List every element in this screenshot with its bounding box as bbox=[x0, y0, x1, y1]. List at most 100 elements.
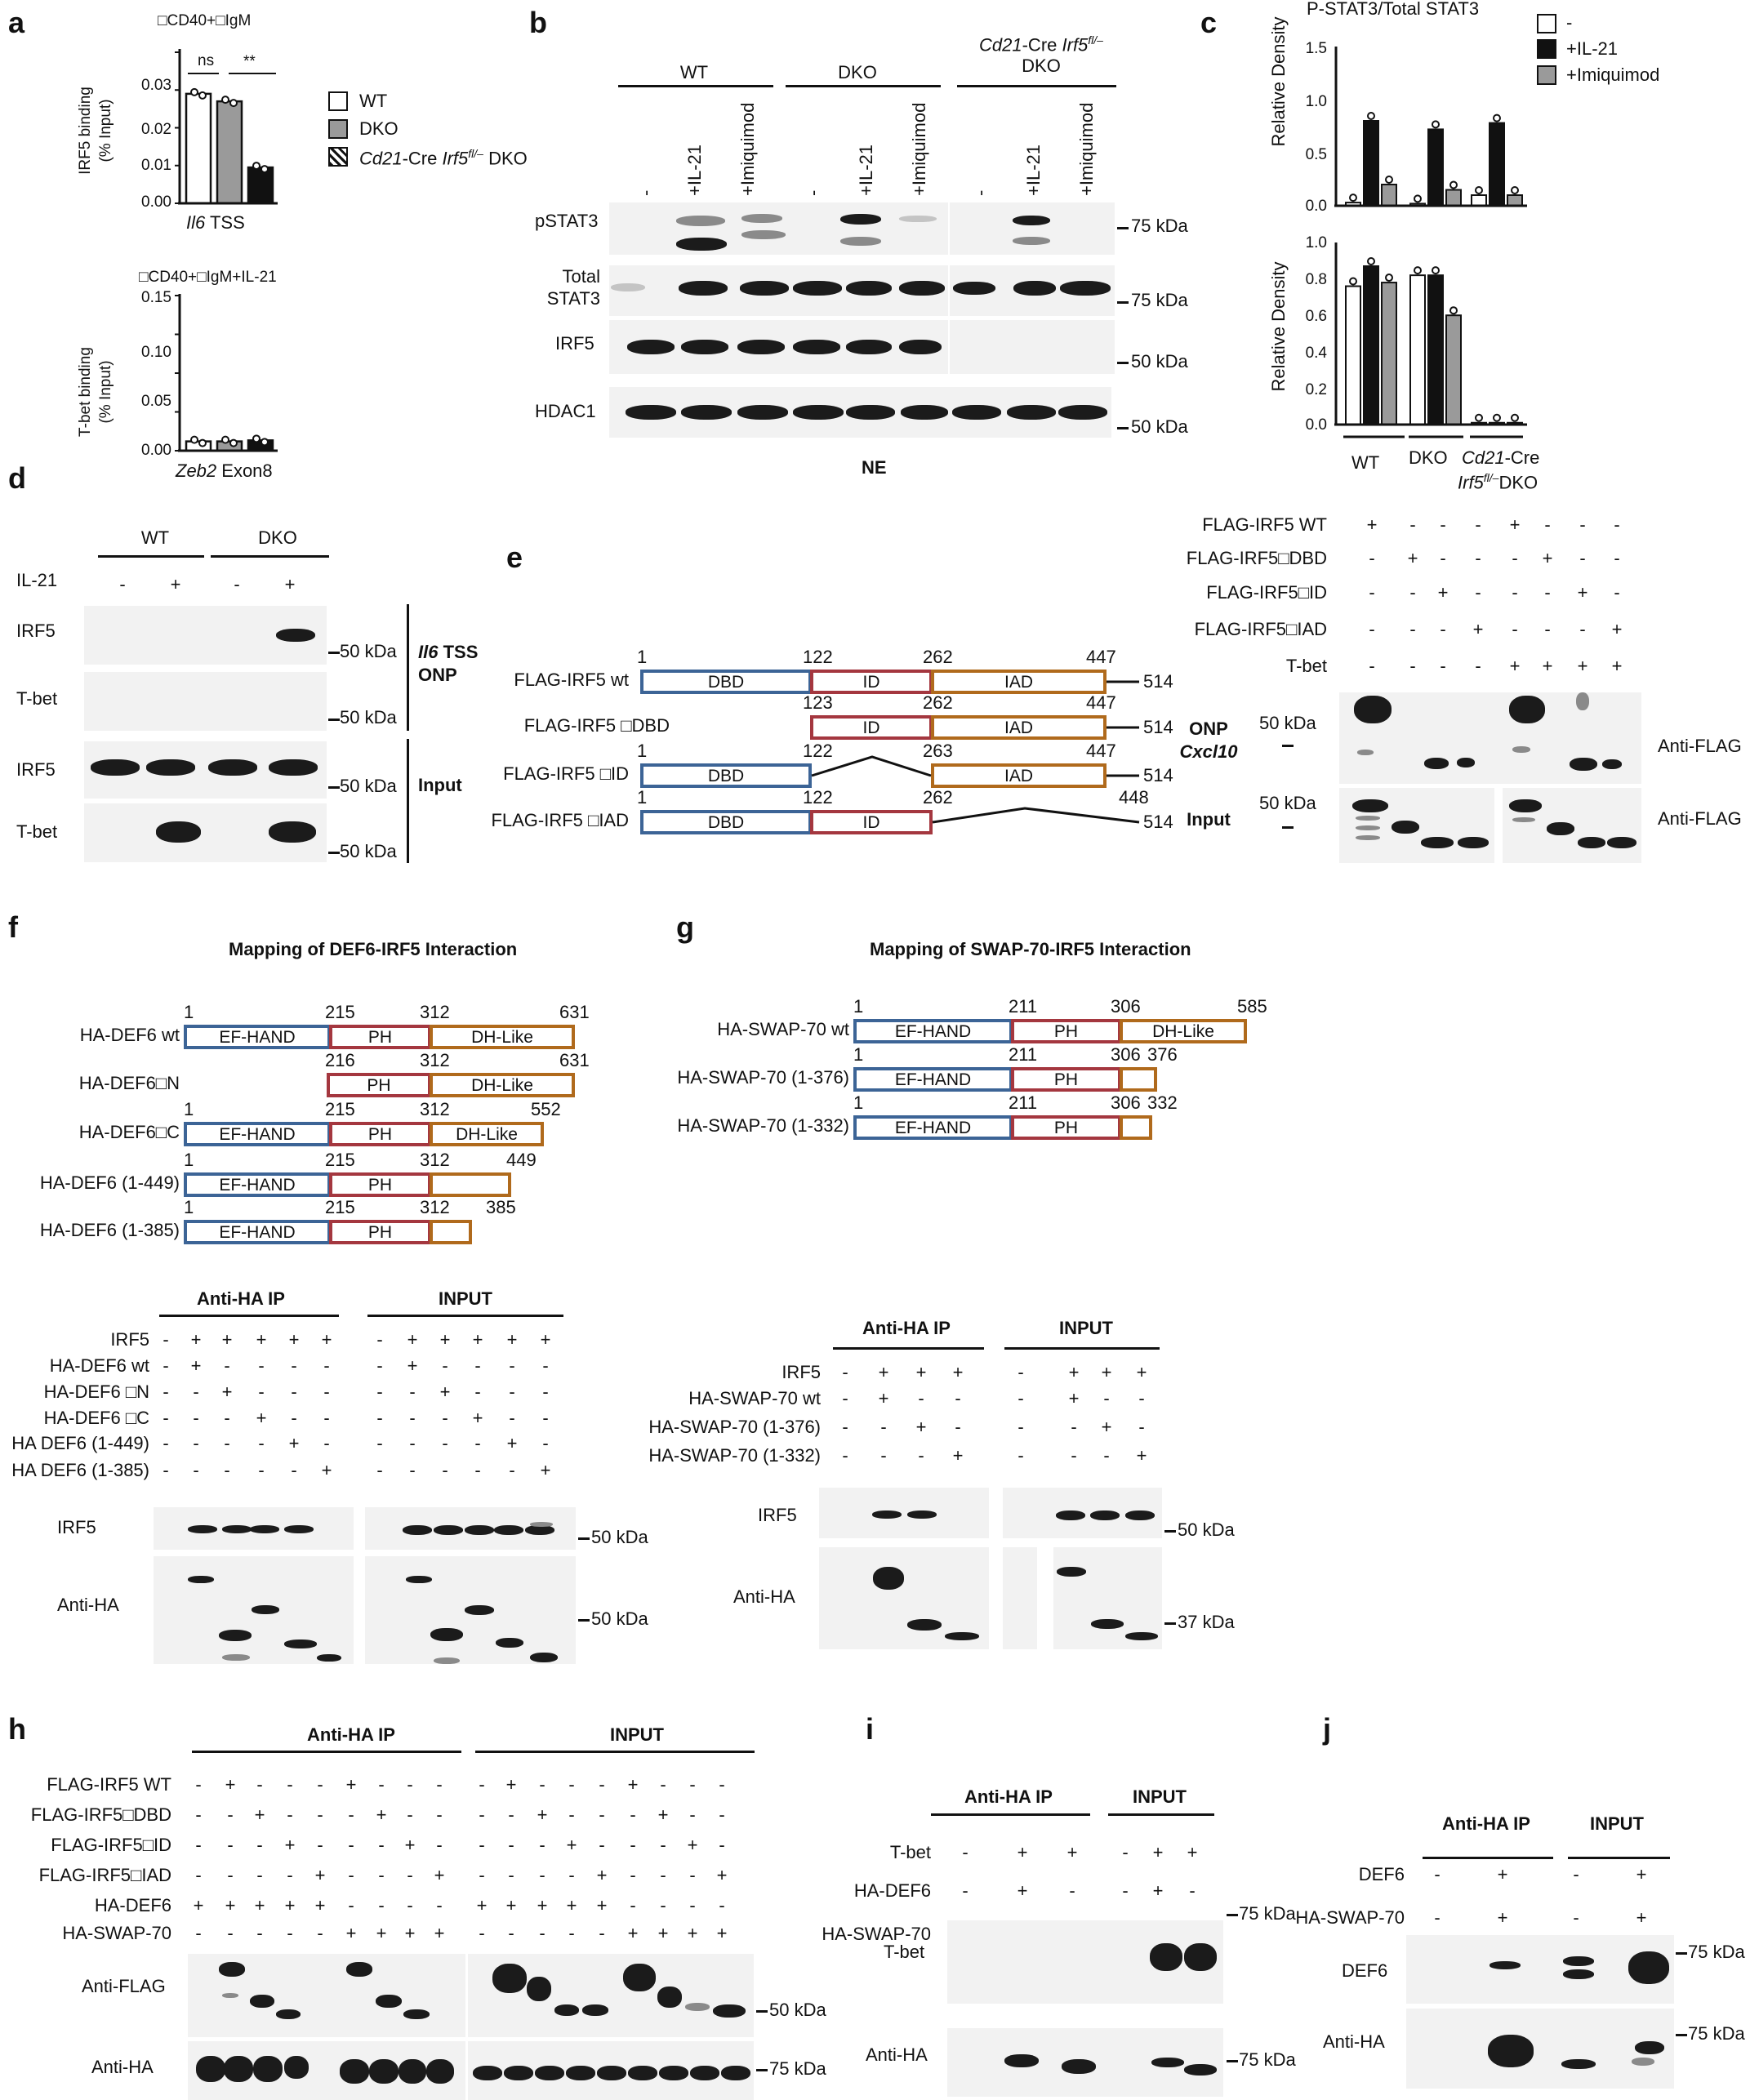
panel-g-kda50: 50 kDa bbox=[1178, 1519, 1235, 1540]
e-ddbd-residue: 262 bbox=[923, 692, 953, 713]
i-sign: - bbox=[962, 1880, 969, 1901]
f-sign: - bbox=[509, 1408, 515, 1428]
panel-c-legend-imiquimod: +Imiquimod bbox=[1566, 65, 1660, 85]
h-sign: + bbox=[434, 1865, 445, 1885]
e-did-linker bbox=[811, 755, 932, 777]
h-row-label: FLAG-IRF5□IAD bbox=[38, 1865, 171, 1885]
f-row-label: IRF5 bbox=[110, 1329, 149, 1350]
data-point bbox=[252, 162, 260, 171]
g-sign: + bbox=[915, 1417, 927, 1437]
e-sign: - bbox=[1440, 656, 1446, 676]
h-sign: - bbox=[660, 1774, 666, 1795]
e-sign: - bbox=[1369, 582, 1375, 603]
e-sign: - bbox=[1369, 548, 1375, 568]
panel-d-sign: + bbox=[170, 574, 181, 594]
h-sign: + bbox=[657, 1923, 669, 1943]
panel-b-kda50-b: 50 kDa bbox=[1131, 416, 1188, 437]
f-sign: - bbox=[163, 1408, 169, 1428]
h-sign: + bbox=[314, 1895, 326, 1915]
irf: Irf5 bbox=[1062, 34, 1089, 56]
h-sign: + bbox=[284, 1895, 296, 1915]
g-sign: - bbox=[1138, 1417, 1145, 1437]
panel-f-kda-1: 50 kDa bbox=[591, 1527, 648, 1547]
bracket-line bbox=[407, 739, 409, 863]
legend-swatch-il21 bbox=[1537, 39, 1556, 59]
panel-d-row-irf5-onp: IRF5 bbox=[16, 621, 56, 641]
g-c1-domain bbox=[1120, 1067, 1157, 1092]
rest: -Cre bbox=[1022, 34, 1062, 56]
f-sign: - bbox=[193, 1433, 199, 1453]
marker-tick bbox=[1227, 1914, 1238, 1916]
h-sign: + bbox=[476, 1895, 488, 1915]
panel-a-ytick-bottom: 0.15 bbox=[141, 289, 171, 306]
e-did-end: 514 bbox=[1143, 765, 1173, 785]
marker-tick bbox=[328, 786, 340, 789]
group-line bbox=[159, 1315, 339, 1317]
marker-tick bbox=[1227, 2060, 1238, 2062]
i-sign: + bbox=[1017, 1880, 1028, 1901]
f-sign: - bbox=[409, 1381, 416, 1402]
panel-b-footer: NE bbox=[862, 457, 887, 478]
panel-c-legend-il21: +IL-21 bbox=[1566, 38, 1618, 59]
h-sign: + bbox=[505, 1774, 517, 1795]
g-sign: - bbox=[1017, 1388, 1024, 1408]
h-sign: + bbox=[537, 1804, 548, 1825]
g-sign: - bbox=[842, 1362, 848, 1382]
j-sign: + bbox=[1636, 1907, 1647, 1928]
f-sign: + bbox=[190, 1329, 202, 1350]
data-point bbox=[252, 434, 260, 443]
h-sign: - bbox=[287, 1774, 293, 1795]
e-wt-residue: 262 bbox=[923, 647, 953, 667]
g-sign: - bbox=[955, 1417, 961, 1437]
h-sign: - bbox=[317, 1835, 323, 1855]
h-sign: + bbox=[716, 1923, 728, 1943]
f-sign: - bbox=[291, 1381, 297, 1402]
i-sign: + bbox=[1187, 1842, 1198, 1862]
g-c2-residue: 306 bbox=[1111, 1092, 1141, 1113]
panel-letter-g: g bbox=[676, 910, 694, 944]
f-sign: - bbox=[474, 1355, 481, 1376]
data-point bbox=[190, 87, 198, 96]
g-sign: + bbox=[878, 1388, 889, 1408]
data-point bbox=[1511, 186, 1519, 194]
h-sign: - bbox=[378, 1895, 385, 1915]
h-sign: - bbox=[348, 1865, 354, 1885]
f-sign: - bbox=[323, 1433, 330, 1453]
f-sign: + bbox=[221, 1381, 233, 1402]
f-sign: - bbox=[409, 1460, 416, 1480]
f-sign: - bbox=[376, 1355, 383, 1376]
g-sign: - bbox=[1071, 1417, 1077, 1437]
panel-a-ytick-bottom: 0.05 bbox=[141, 393, 171, 410]
h-sign: - bbox=[407, 1804, 413, 1825]
f-row-label: HA-DEF6 wt bbox=[49, 1355, 149, 1376]
blot-f-ha-input bbox=[365, 1556, 576, 1664]
g-sign: - bbox=[1017, 1445, 1024, 1466]
f-c3-domain bbox=[430, 1172, 511, 1197]
panel-c-ytick: 0.5 bbox=[1305, 146, 1327, 163]
panel-b-kda50-a: 50 kDa bbox=[1131, 351, 1188, 372]
panel-b-row-pstat3: pSTAT3 bbox=[535, 211, 599, 231]
g-c2-residue: 332 bbox=[1147, 1092, 1178, 1113]
h-sign: - bbox=[378, 1835, 385, 1855]
f-sign: + bbox=[321, 1329, 332, 1350]
panel-a-ytick-top: 0.01 bbox=[141, 157, 171, 174]
marker-tick bbox=[756, 2069, 768, 2071]
panel-c-ytick: 1.0 bbox=[1305, 93, 1327, 110]
blot-f-irf5-ip bbox=[154, 1507, 354, 1550]
g-sign: + bbox=[878, 1362, 889, 1382]
f-sign: + bbox=[506, 1433, 518, 1453]
panel-f-kda-2: 50 kDa bbox=[591, 1608, 648, 1629]
h-sign: + bbox=[716, 1865, 728, 1885]
f-sign: - bbox=[323, 1408, 330, 1428]
panel-a-top-chart bbox=[175, 49, 278, 205]
data-point bbox=[1475, 186, 1483, 194]
f-sign: + bbox=[407, 1355, 418, 1376]
f-sign: - bbox=[474, 1381, 481, 1402]
f-c3-domain: EF-HAND bbox=[184, 1172, 331, 1197]
legend-swatch-minus bbox=[1537, 14, 1556, 33]
panel-d-row-irf5-input: IRF5 bbox=[16, 759, 56, 780]
panel-a-bottom-chart bbox=[175, 294, 278, 452]
f-sign: - bbox=[224, 1355, 230, 1376]
panel-c-ytick: 0.2 bbox=[1305, 381, 1327, 398]
g-sign: - bbox=[1071, 1445, 1077, 1466]
